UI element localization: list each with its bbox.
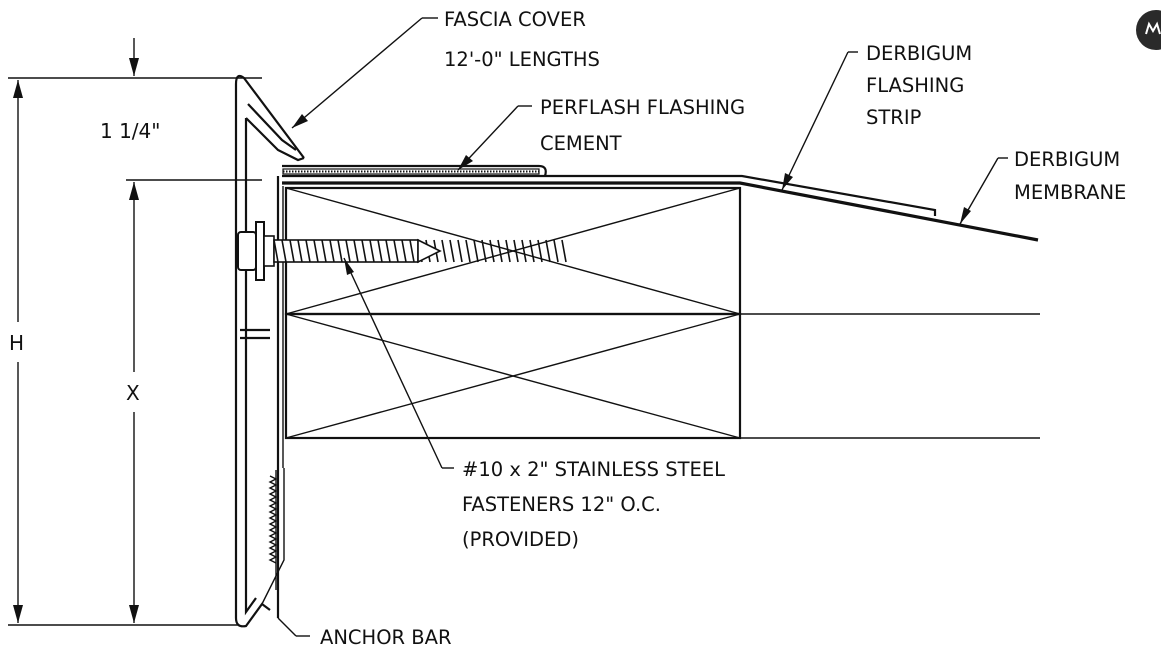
dimension-X (126, 179, 262, 623)
leader-flashing-strip (781, 51, 858, 191)
insulation-boards (284, 186, 1040, 440)
derbigum-membrane (282, 181, 1039, 242)
dimension-top-offset (129, 38, 139, 76)
label-fasteners: #10 x 2" STAINLESS STEEL FASTENERS 12" O… (462, 458, 731, 551)
dim-overall-height-label: H (9, 331, 24, 355)
label-perflash-cement: PERFLASH FLASHING CEMENT (540, 96, 751, 155)
label-flashing-strip: DERBIGUM FLASHING STRIP (866, 42, 978, 129)
dimension-H (8, 77, 262, 626)
label-membrane: DERBIGUM MEMBRANE (1014, 148, 1126, 204)
leader-fasteners (343, 257, 454, 469)
label-anchor-bar: ANCHOR BAR (320, 626, 452, 648)
leader-fascia-cover (291, 17, 438, 129)
dim-top-offset-label: 1 1/4" (100, 119, 160, 143)
logo-badge-icon (1136, 10, 1161, 50)
leader-anchor-bar (277, 617, 310, 637)
fascia-cover (234, 74, 305, 628)
perflash-cement (282, 164, 547, 177)
label-fascia-cover: FASCIA COVER 12'-0" LENGTHS (444, 8, 600, 71)
stainless-fastener (237, 221, 567, 281)
derbigum-flashing-strip (282, 174, 937, 216)
leader-membrane (959, 157, 1008, 225)
dim-fastener-height-label: X (126, 381, 140, 405)
leader-perflash (457, 105, 532, 171)
